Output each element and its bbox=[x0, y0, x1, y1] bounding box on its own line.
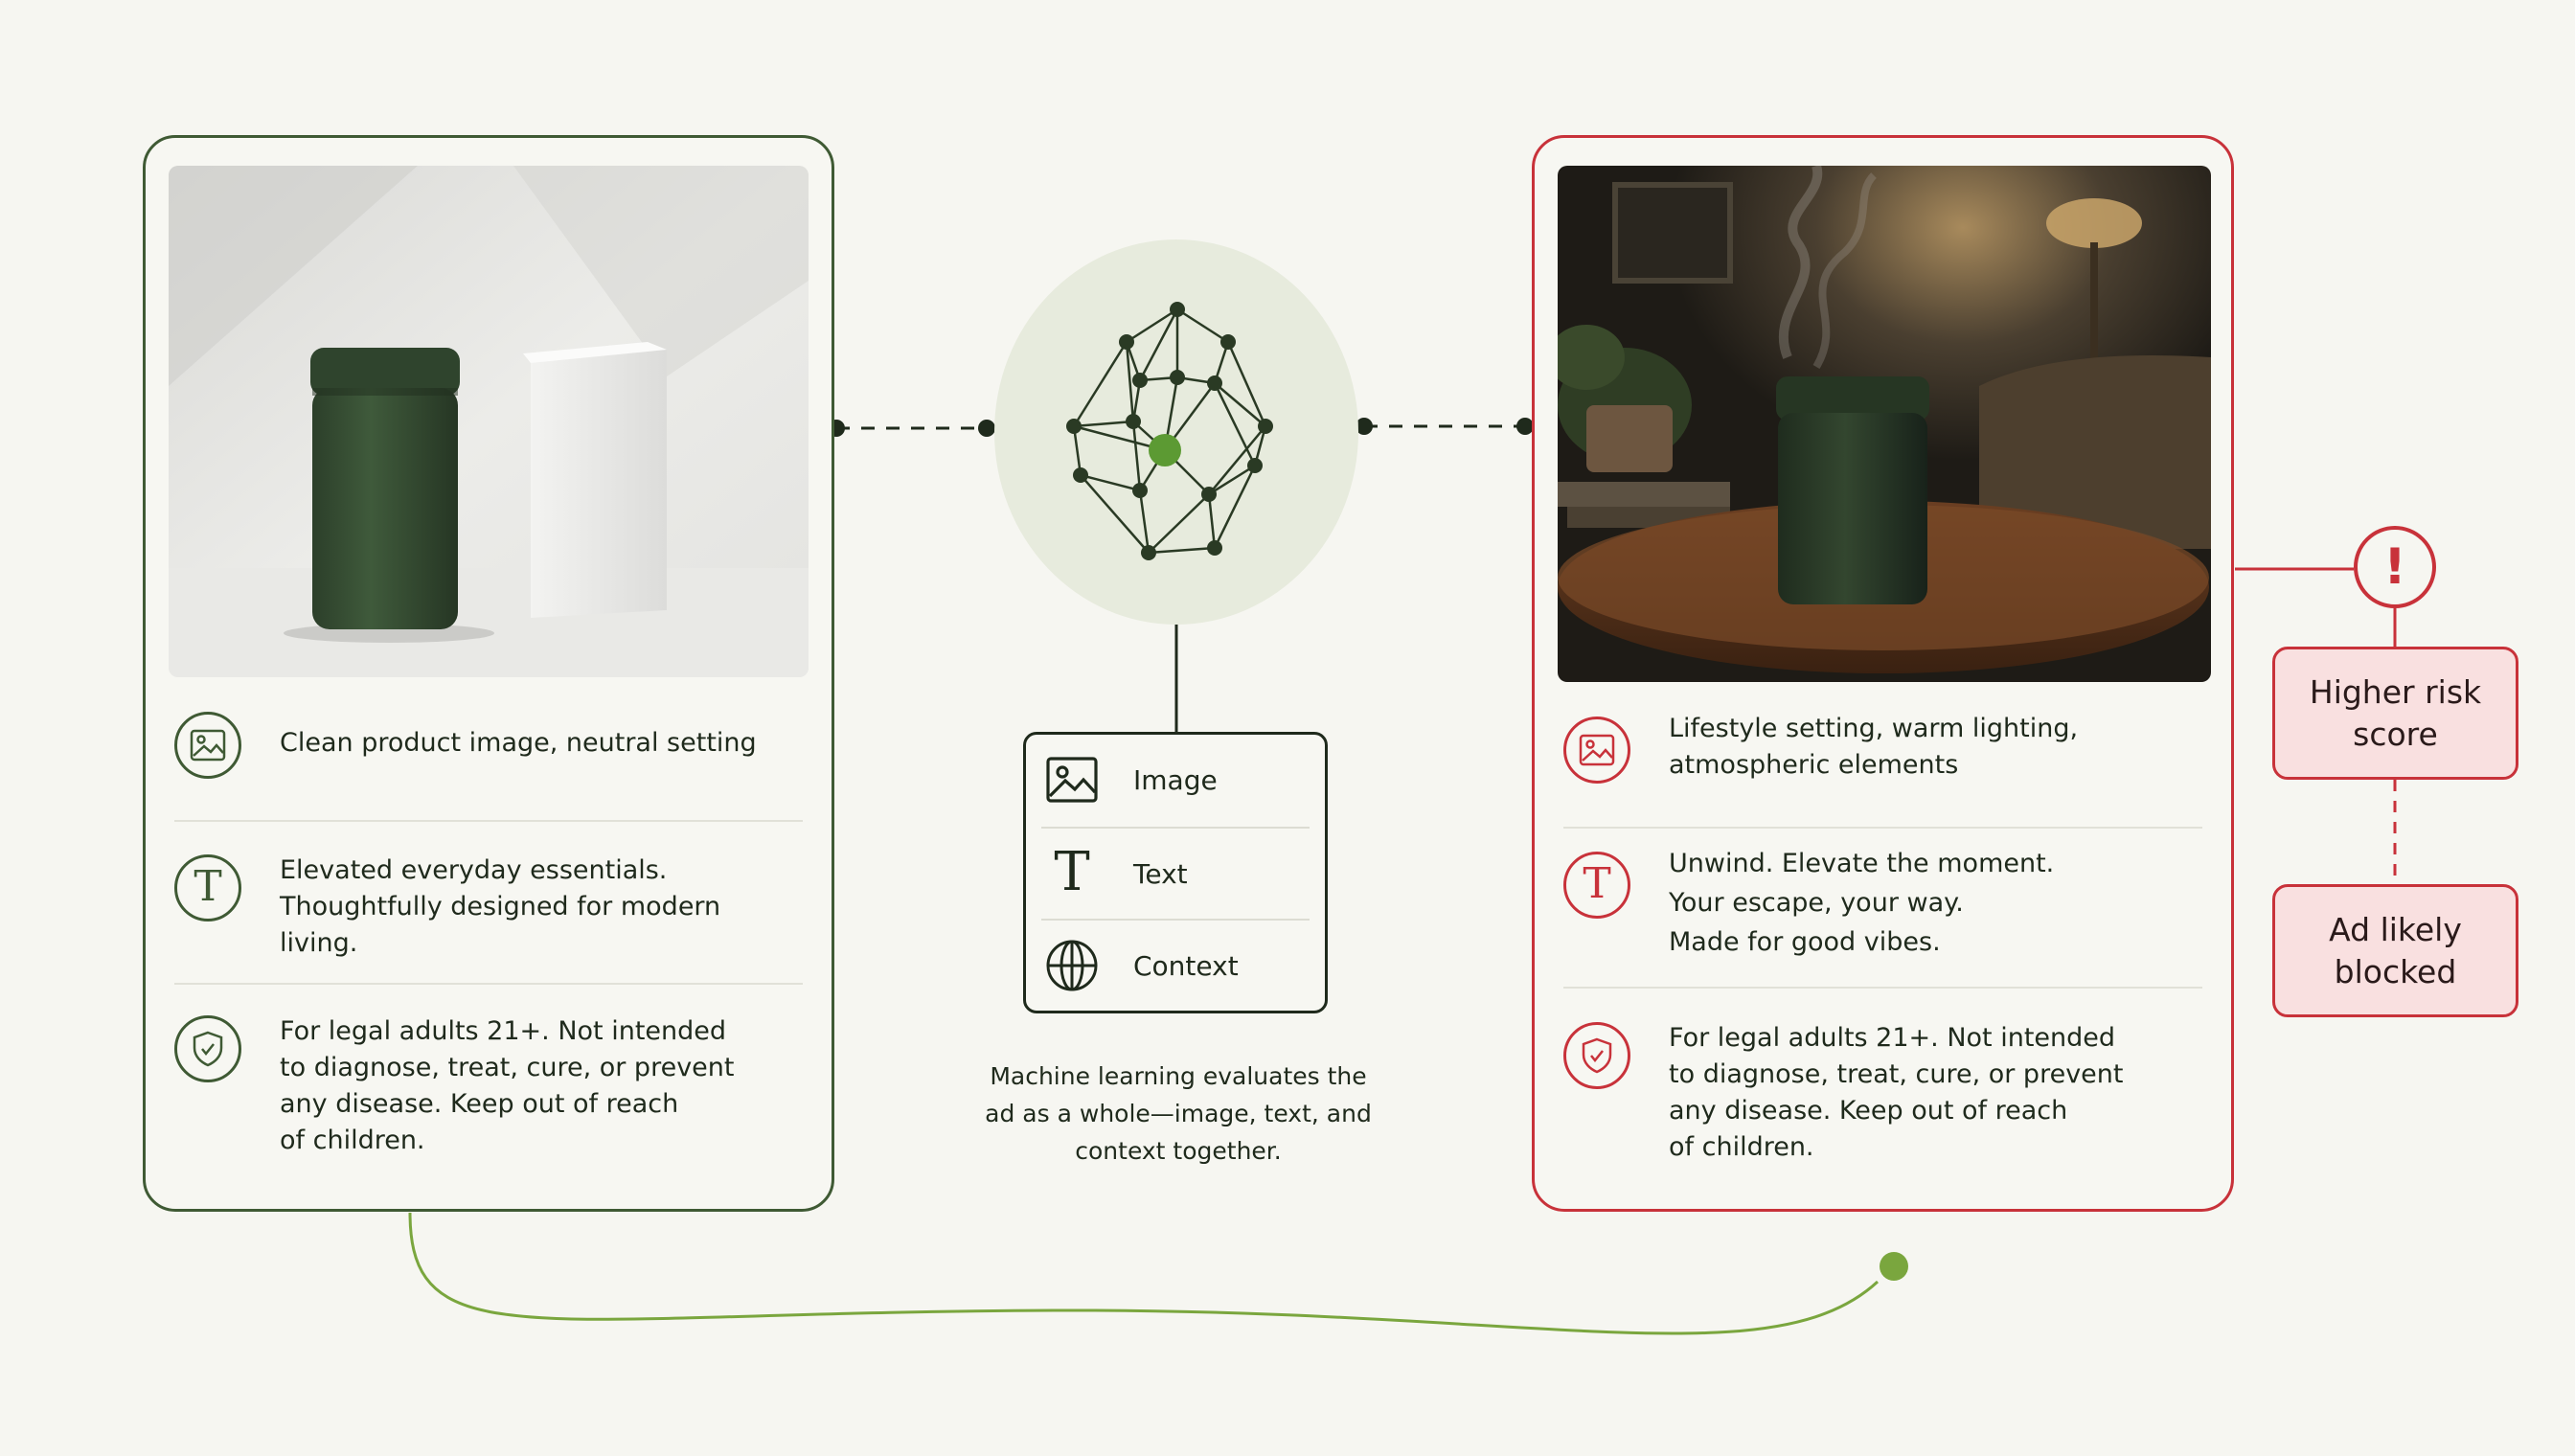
network-edge bbox=[1138, 308, 1179, 381]
network-edge bbox=[1080, 473, 1141, 492]
divider bbox=[1041, 827, 1310, 829]
image-analysis-row: Clean product image, neutral setting bbox=[174, 712, 803, 779]
network-edge bbox=[1213, 382, 1257, 466]
divider bbox=[174, 820, 803, 822]
network-node bbox=[1119, 334, 1134, 350]
text-icon: T bbox=[174, 854, 241, 921]
network-core-node bbox=[1149, 434, 1181, 466]
disclaimer-row: For legal adults 21+. Not intended to di… bbox=[174, 1015, 803, 1159]
modality-context: Context bbox=[1041, 921, 1310, 1011]
text-analysis-row: T Unwind. Elevate the moment. Your escap… bbox=[1563, 849, 2202, 962]
network-node bbox=[1132, 373, 1148, 388]
network-node bbox=[1207, 540, 1222, 556]
network-edge bbox=[1226, 341, 1267, 427]
network-edge bbox=[1214, 382, 1266, 427]
comparison-curve-end-dot bbox=[1880, 1252, 1908, 1281]
network-edge bbox=[1213, 465, 1257, 549]
modality-text: T Text bbox=[1041, 829, 1310, 919]
network-node bbox=[1220, 334, 1236, 350]
network-edge bbox=[1138, 489, 1151, 554]
comparison-curve bbox=[408, 1212, 1880, 1335]
network-edge bbox=[1072, 425, 1082, 476]
image-analysis-text: Clean product image, neutral setting bbox=[280, 728, 757, 758]
network-node bbox=[1258, 419, 1273, 434]
ad-copy-text: Elevated everyday essentials. Thoughtful… bbox=[280, 855, 721, 958]
network-edge bbox=[1126, 307, 1178, 344]
network-edge bbox=[1131, 421, 1142, 491]
network-edge bbox=[1208, 464, 1256, 496]
modality-panel: Image T Text Context bbox=[1023, 732, 1328, 1013]
network-node bbox=[1141, 545, 1156, 560]
image-icon bbox=[1563, 717, 1630, 784]
network-edge bbox=[1080, 474, 1150, 554]
disclaimer-text: For legal adults 21+. Not intended to di… bbox=[1669, 1023, 2124, 1162]
network-node bbox=[1247, 458, 1263, 473]
network-edge bbox=[1208, 425, 1266, 495]
network-edge bbox=[1125, 341, 1135, 422]
network-edge bbox=[1207, 493, 1217, 549]
modality-image: Image bbox=[1041, 735, 1310, 825]
network-edge bbox=[1148, 546, 1216, 555]
connector-dot bbox=[1516, 418, 1534, 435]
divider bbox=[174, 983, 803, 985]
network-node bbox=[1170, 302, 1185, 317]
ml-caption: Machine learning evaluates the ad as a w… bbox=[985, 1062, 1372, 1165]
shield-check-icon bbox=[1563, 1022, 1630, 1089]
connector-dot bbox=[978, 420, 995, 437]
ml-model-circle bbox=[994, 239, 1358, 625]
ad-blocked-box: Ad likely blocked bbox=[2272, 884, 2518, 1017]
text-icon: T bbox=[1054, 841, 1090, 903]
divider bbox=[1041, 919, 1310, 921]
compliant-ad-card: Clean product image, neutral setting T E… bbox=[143, 135, 834, 1212]
product-photo-neutral bbox=[169, 166, 809, 677]
product-photo-lifestyle bbox=[1558, 166, 2211, 682]
connector-dot bbox=[1356, 418, 1373, 435]
modality-label: Text bbox=[1133, 857, 1188, 890]
disclaimer-text: For legal adults 21+. Not intended to di… bbox=[280, 1016, 735, 1155]
image-analysis-text: Lifestyle setting, warm lighting, atmosp… bbox=[1669, 714, 2079, 780]
divider bbox=[1563, 987, 2202, 989]
network-node bbox=[1066, 419, 1082, 434]
text-analysis-row: T Elevated everyday essentials. Thoughtf… bbox=[174, 854, 803, 962]
network-edge bbox=[1073, 420, 1134, 428]
risky-ad-card: Lifestyle setting, warm lighting, atmosp… bbox=[1532, 135, 2234, 1212]
ad-copy-text: Unwind. Elevate the moment. Your escape,… bbox=[1669, 849, 2055, 957]
exclamation-icon: ! bbox=[2354, 526, 2436, 608]
network-edge bbox=[1148, 493, 1210, 554]
globe-icon bbox=[1041, 935, 1103, 996]
modality-label: Context bbox=[1133, 949, 1239, 982]
image-icon bbox=[174, 712, 241, 779]
network-edge bbox=[1072, 341, 1128, 427]
network-node bbox=[1201, 487, 1217, 502]
risk-score-box: Higher risk score bbox=[2272, 647, 2518, 780]
network-node bbox=[1126, 414, 1141, 429]
modality-label: Image bbox=[1133, 763, 1218, 796]
disclaimer-row: For legal adults 21+. Not intended to di… bbox=[1563, 1022, 2202, 1166]
shield-check-icon bbox=[174, 1015, 241, 1082]
network-node bbox=[1170, 370, 1185, 385]
network-node bbox=[1132, 483, 1148, 498]
neural-network-icon bbox=[1066, 302, 1273, 560]
text-icon: T bbox=[1563, 852, 1630, 919]
network-edge bbox=[1176, 307, 1229, 344]
image-icon bbox=[1041, 749, 1103, 810]
divider bbox=[1563, 827, 2202, 829]
image-analysis-row: Lifestyle setting, warm lighting, atmosp… bbox=[1563, 714, 2202, 784]
network-node bbox=[1073, 467, 1088, 483]
network-node bbox=[1207, 375, 1222, 391]
